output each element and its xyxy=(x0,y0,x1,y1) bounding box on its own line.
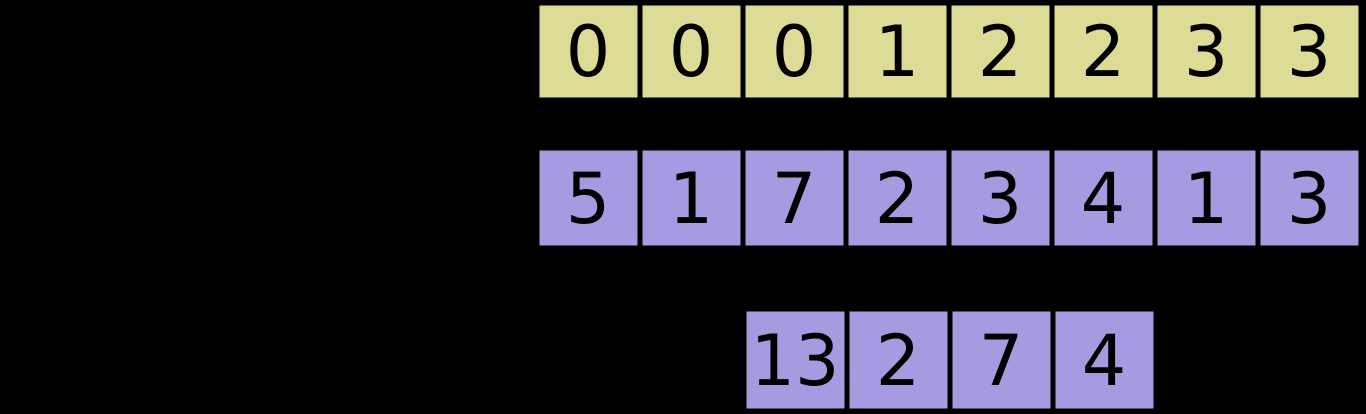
value-cell-label-6: 1 xyxy=(1184,158,1229,240)
value-cell-label-5: 4 xyxy=(1081,158,1126,240)
reduced-output-row: 13 2 7 4 xyxy=(741,306,1159,414)
segment-cell-label-7: 3 xyxy=(1287,11,1332,93)
segment-cell-label-0: 0 xyxy=(566,11,611,93)
segment-ids-row: 0 0 0 1 2 2 3 3 xyxy=(534,0,1364,103)
output-cell-3[interactable] xyxy=(1050,306,1159,414)
value-cell-label-4: 3 xyxy=(978,158,1023,240)
value-cell-label-7: 3 xyxy=(1287,158,1332,240)
segment-cell-5[interactable] xyxy=(1049,0,1158,103)
segment-cell-1[interactable] xyxy=(637,0,746,103)
operator-row: + + + + xyxy=(777,255,1127,304)
output-cell-0[interactable] xyxy=(741,306,850,414)
segment-cell-label-6: 3 xyxy=(1184,11,1229,93)
value-cell-0[interactable] xyxy=(534,145,643,251)
output-cell-1[interactable] xyxy=(844,306,953,414)
segment-cell-label-2: 0 xyxy=(772,11,817,93)
operator-cell-0: + xyxy=(777,255,812,304)
segment-cell-label-3: 1 xyxy=(875,11,920,93)
output-cell-label-0: 13 xyxy=(750,320,839,402)
value-cell-7[interactable] xyxy=(1255,145,1364,251)
value-cell-5[interactable] xyxy=(1049,145,1158,251)
segment-cell-7[interactable] xyxy=(1255,0,1364,103)
segment-cell-6[interactable] xyxy=(1152,0,1261,103)
value-cell-label-3: 2 xyxy=(875,158,920,240)
segment-cell-label-1: 0 xyxy=(669,11,714,93)
funnel-group xyxy=(549,247,1352,310)
segment-cell-label-5: 2 xyxy=(1081,11,1126,93)
output-cell-label-1: 2 xyxy=(876,320,921,402)
output-cell-label-2: 7 xyxy=(979,320,1024,402)
operator-cell-2: + xyxy=(983,255,1018,304)
output-cell-label-3: 4 xyxy=(1082,320,1127,402)
operator-cell-1: + xyxy=(880,255,915,304)
value-cell-label-2: 7 xyxy=(772,158,817,240)
operator-cell-3: + xyxy=(1092,255,1127,304)
value-cell-6[interactable] xyxy=(1152,145,1261,251)
value-cell-label-1: 1 xyxy=(669,158,714,240)
value-cell-label-0: 5 xyxy=(566,158,611,240)
values-row: 5 1 7 2 3 4 1 3 xyxy=(534,145,1364,251)
segment-cell-label-4: 2 xyxy=(978,11,1023,93)
